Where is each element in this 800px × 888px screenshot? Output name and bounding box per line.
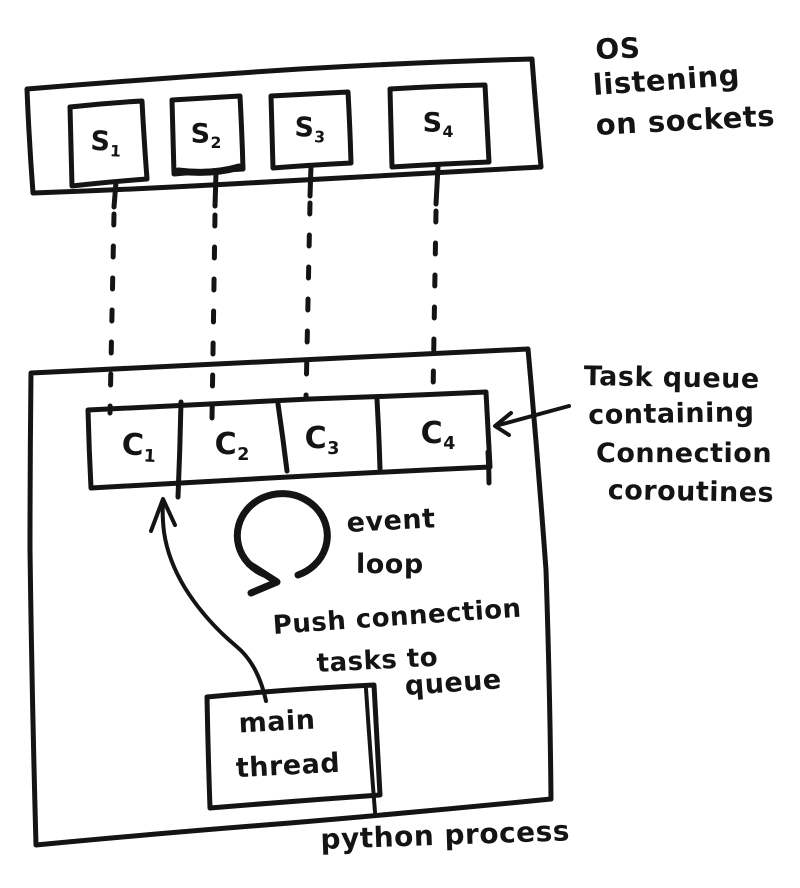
socket-box-s4 [387, 82, 492, 170]
main-thread-label-line-1: main [237, 704, 317, 740]
socket-label-s1: S1 [89, 125, 122, 161]
queue-cell-label-c2: C2 [214, 427, 250, 464]
socket-label-sub: 1 [109, 141, 122, 161]
socket-label-sub: 3 [313, 127, 326, 147]
queue-cell-base: C [120, 427, 146, 464]
queue-pointer-arrow [493, 404, 571, 437]
queue-cell-base: C [304, 421, 328, 456]
python-process-box-outline [27, 346, 554, 848]
socket-label-base: S [422, 107, 443, 139]
os-box-outline [24, 56, 544, 196]
socket-box-s2 [169, 93, 246, 177]
queue-cell-label-c4: C4 [420, 416, 456, 453]
queue-cell-label-c1: C1 [120, 427, 157, 467]
python-process-label: python process [319, 814, 571, 856]
queue-cell-sub: 2 [237, 445, 250, 466]
queue-cell-sub: 4 [443, 434, 456, 455]
event-loop-label-line-1: event [345, 503, 437, 539]
socket-label-base: S [89, 125, 112, 158]
socket-label-s2: S2 [190, 118, 222, 151]
socket-label-s4: S4 [422, 107, 454, 140]
queue-cell-label-c3: C3 [304, 421, 340, 458]
queue-cell-base: C [214, 427, 238, 462]
queue-cell-sub: 1 [143, 446, 157, 467]
socket-label-base: S [190, 118, 211, 150]
task-queue-box-outline [85, 389, 493, 500]
socket-box-s1 [67, 98, 150, 189]
socket-connector-lines [107, 163, 441, 423]
socket-label-s3: S3 [294, 111, 326, 147]
queue-cell-sub: 3 [327, 439, 340, 460]
event-loop-label-line-2: loop [356, 549, 424, 580]
main-thread-box-outline [204, 682, 383, 814]
main-thread-label-line-2: thread [235, 747, 341, 785]
push-arrow [149, 497, 268, 703]
event-loop-arrow [233, 490, 331, 597]
os-annotation-line-1: OS [594, 31, 641, 66]
socket-box-s3 [268, 89, 354, 171]
task-queue-annotation-line-2: containing [587, 397, 755, 431]
queue-cell-base: C [420, 416, 444, 451]
socket-label-sub: 4 [442, 121, 454, 141]
socket-label-base: S [294, 111, 316, 144]
push-annotation-line-3: queue [403, 664, 503, 702]
socket-label-sub: 2 [210, 132, 222, 152]
task-queue-annotation-line-1: Task queue [583, 361, 760, 396]
task-queue-annotation-line-3: Connection [596, 438, 773, 469]
task-queue-annotation-line-4: coroutines [607, 475, 775, 509]
